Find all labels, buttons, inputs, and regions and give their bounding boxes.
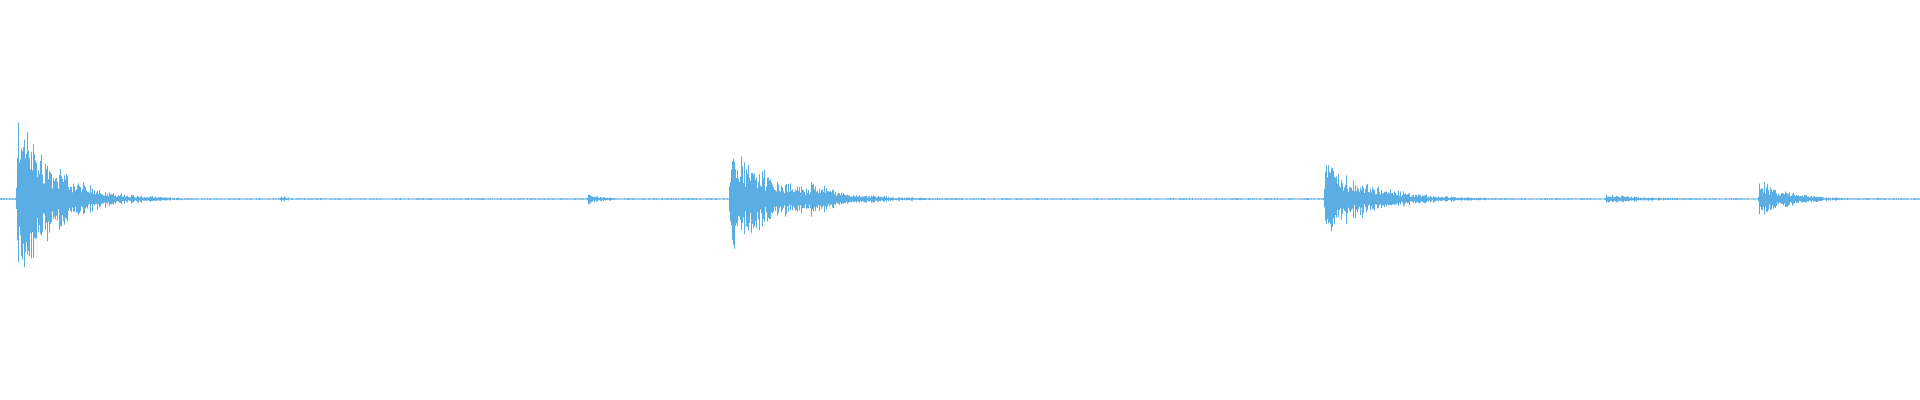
waveform-trace [0,122,1920,267]
